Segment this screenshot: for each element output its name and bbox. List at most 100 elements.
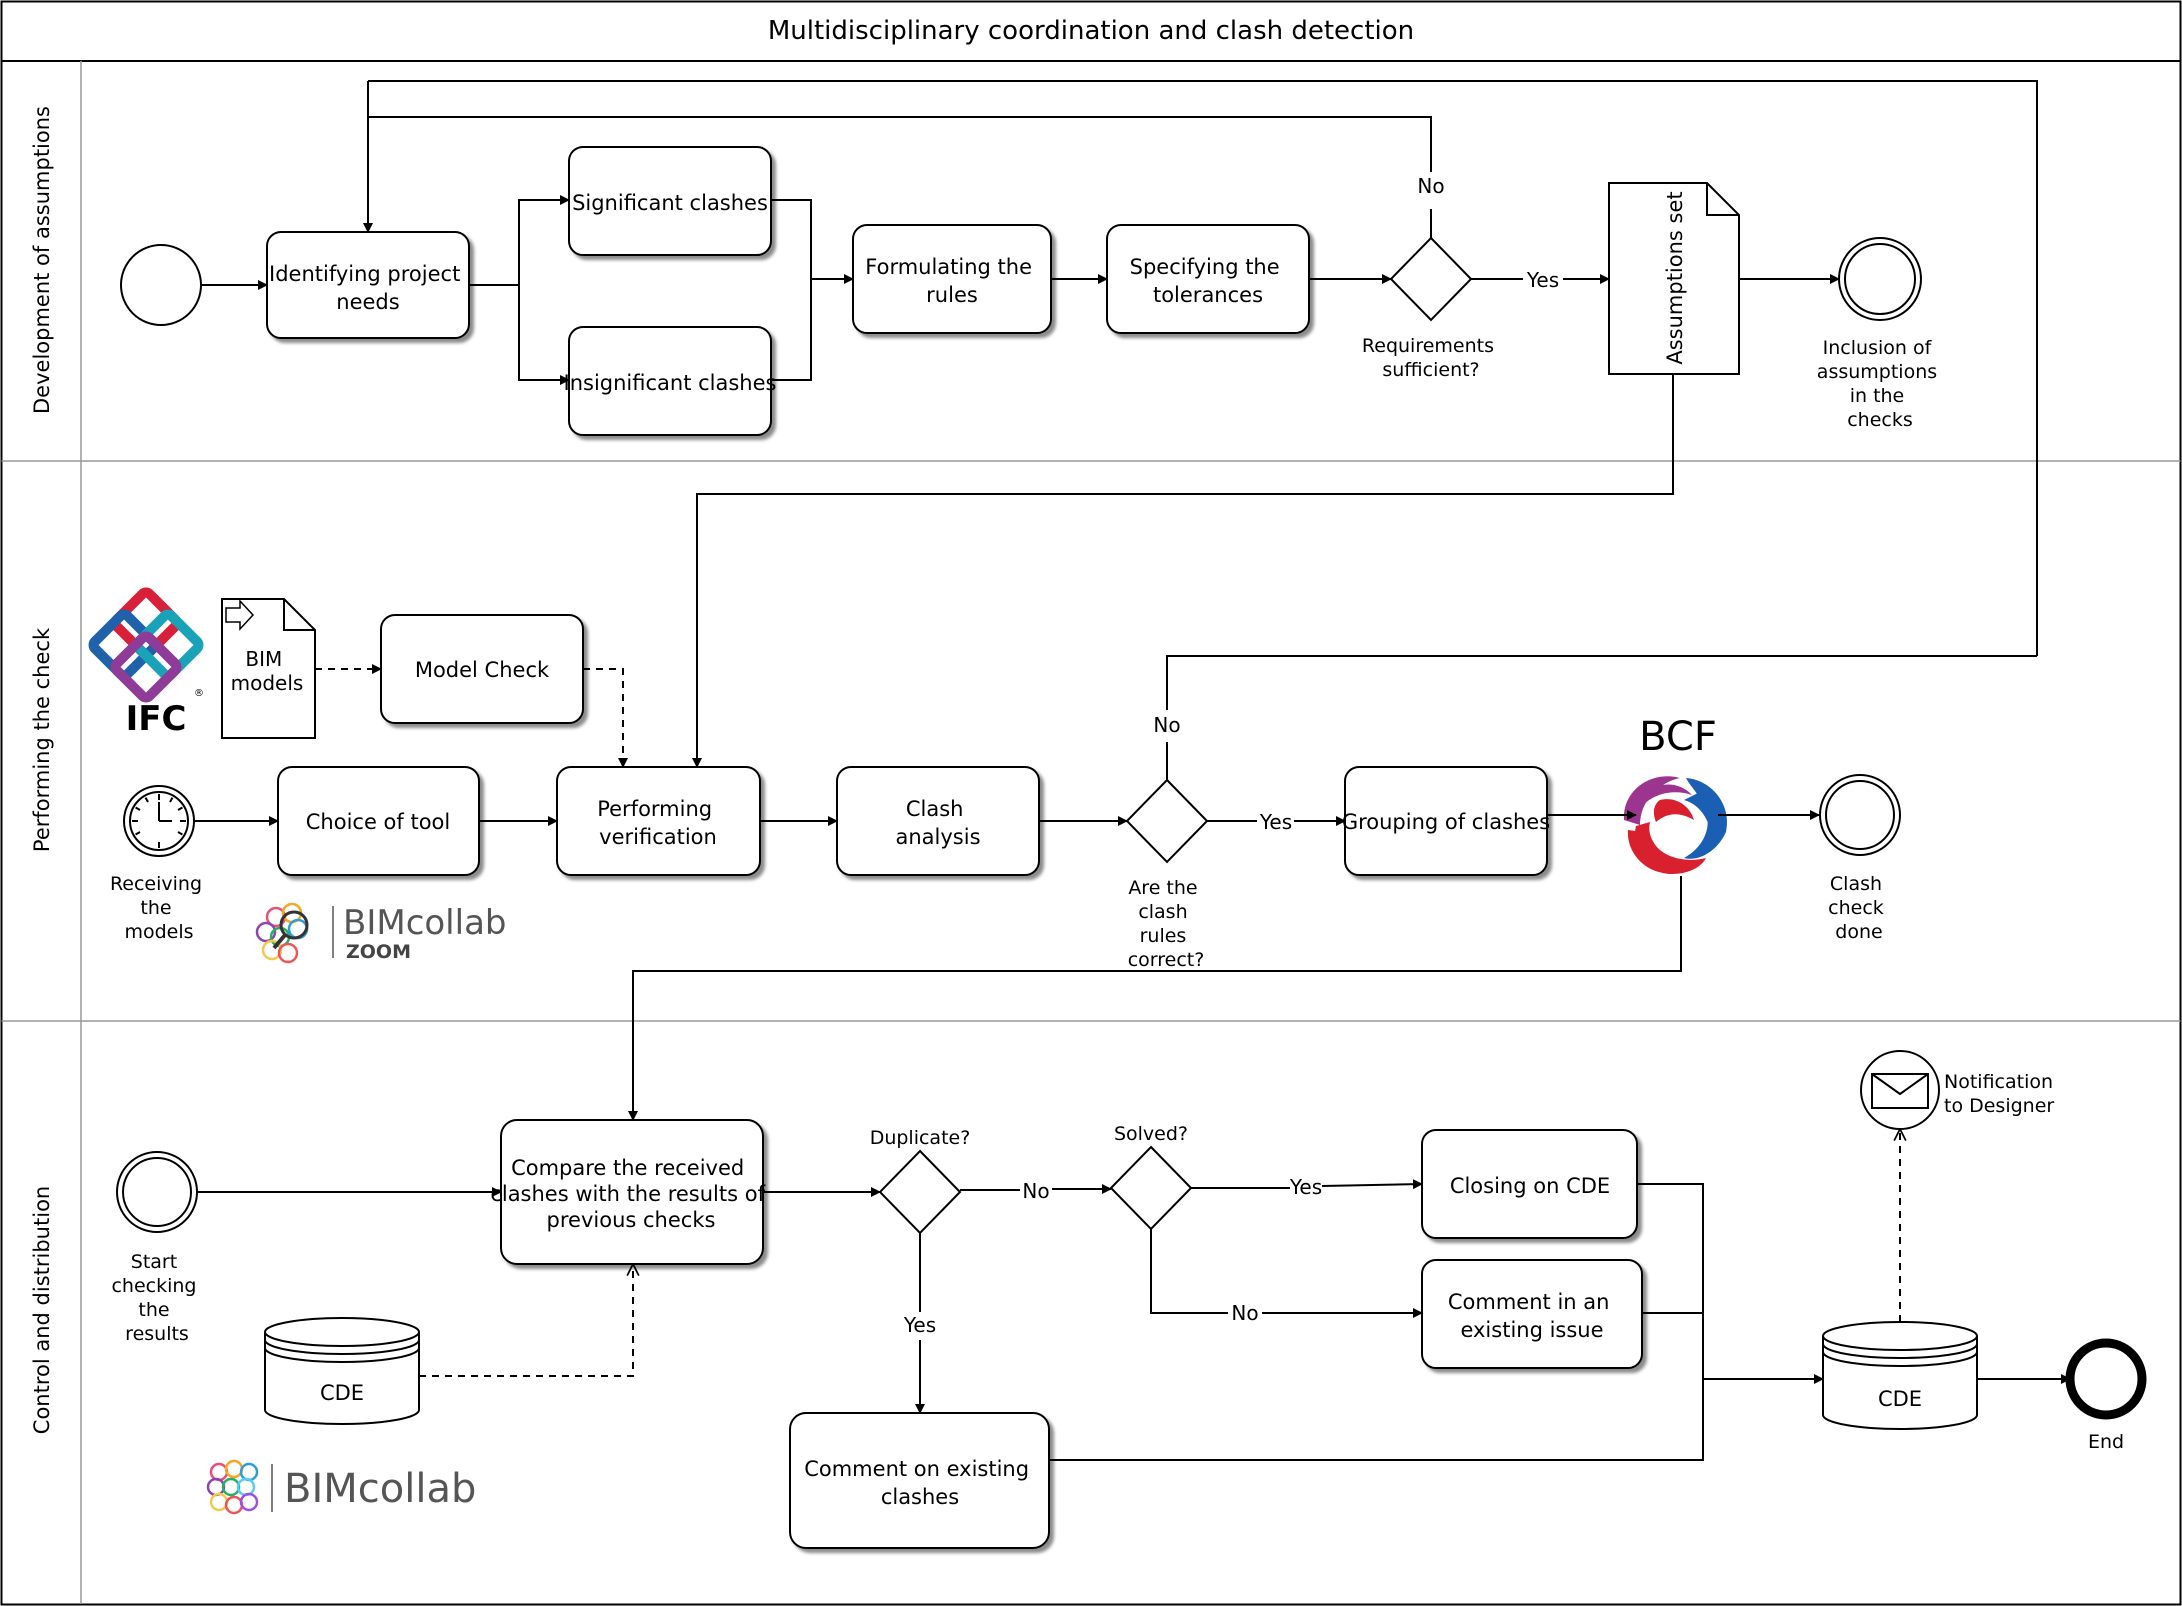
task-comment-issue-line1: Comment in an xyxy=(1448,1290,1610,1314)
task-significant-clashes[interactable]: Significant clashes xyxy=(568,146,772,256)
bcf-logo-icon: BCF xyxy=(1623,714,1728,874)
task-compare-line2: clashes with the results of xyxy=(490,1182,765,1206)
task-insignificant-label: Insignificant clashes xyxy=(564,371,777,395)
gateway-requirements[interactable] xyxy=(1389,236,1473,322)
task-choice-of-tool[interactable]: Choice of tool xyxy=(277,766,480,876)
lane-check: IFC ® BIM models Model Check xyxy=(88,587,2037,1121)
task-grouping-label: Grouping of clashes xyxy=(1342,810,1550,834)
task-clash-analysis[interactable]: Clash analysis xyxy=(836,766,1040,876)
inclusion-line1: Inclusion of xyxy=(1823,337,1933,359)
gateway-clash-line4: correct? xyxy=(1128,949,1205,971)
task-performing-verification[interactable]: Performing verification xyxy=(556,766,761,876)
lane-label-control: Control and distribution xyxy=(30,1186,54,1434)
gateway-solved-label: Solved? xyxy=(1114,1123,1188,1145)
task-identifying-project-needs[interactable]: Identifying project needs xyxy=(266,231,470,339)
envelope-icon xyxy=(1871,1073,1929,1109)
task-choice-label: Choice of tool xyxy=(306,810,450,834)
data-object-assumptions-set[interactable]: Assumptions set xyxy=(1608,182,1740,375)
svg-text:Comment in an existing: Comment in an existing issue xyxy=(1448,1290,1616,1342)
notification-line2: to Designer xyxy=(1944,1095,2054,1117)
end-event-inclusion[interactable] xyxy=(1838,237,1922,321)
task-compare-line1: Compare the received xyxy=(511,1156,744,1180)
gateway-clash-line3: rules xyxy=(1140,925,1187,947)
lane-label-check-text: Performing the check xyxy=(30,627,54,852)
message-event-notification[interactable] xyxy=(1860,1050,1940,1130)
zoom-text: ZOOM xyxy=(346,941,411,963)
bimcollab-zoom-text: BIMcollab xyxy=(343,903,507,943)
lane-assumptions: Identifying project needs Significant cl… xyxy=(120,80,2038,768)
task-closing-on-cde[interactable]: Closing on CDE xyxy=(1421,1129,1638,1239)
yes-label-duplicate: Yes xyxy=(903,1313,936,1337)
bimcollab-text: BIMcollab xyxy=(284,1466,476,1512)
start-checking-line2: checking xyxy=(111,1275,196,1297)
task-formulating-rules[interactable]: Formulating the rules xyxy=(852,224,1052,334)
bimcollab-zoom-icon xyxy=(255,902,309,964)
task-comment-existing-issue[interactable]: Comment in an existing issue xyxy=(1421,1259,1643,1369)
clock-icon[interactable] xyxy=(123,785,195,857)
svg-text:Clash analysis: Clash analysis xyxy=(895,797,980,849)
lane3-flows xyxy=(197,1129,2071,1461)
gateway-clash-rules[interactable] xyxy=(1125,778,1209,864)
bimcollab-icon xyxy=(206,1459,259,1515)
bcf-logo-text: BCF xyxy=(1639,714,1717,760)
task-model-check[interactable]: Model Check xyxy=(380,614,584,724)
svg-text:Performing verificatio: Performing verification xyxy=(597,797,719,849)
gateway-requirements-label: Requirements sufficient? xyxy=(1362,335,1500,381)
timer-label: Receiving the models xyxy=(110,873,208,943)
task-comment-existing-clashes[interactable]: Comment on existing clashes xyxy=(789,1412,1050,1549)
task-clash-line2: analysis xyxy=(895,825,980,849)
lane-label-assumptions: Development of assumptions xyxy=(30,106,54,414)
gateway-duplicate-label: Duplicate? xyxy=(870,1127,971,1149)
ifc-registered-mark: ® xyxy=(194,688,204,699)
gateway-clash-rules-label: Are the clash rules correct? xyxy=(1128,877,1205,971)
timer-line1: Receiving xyxy=(110,873,202,895)
no-label-clash-rules: No xyxy=(1153,713,1180,737)
data-object-bim-models[interactable]: BIM models xyxy=(221,598,316,739)
task-closing-label: Closing on CDE xyxy=(1450,1174,1610,1198)
task-specifying-line2: tolerances xyxy=(1153,283,1263,307)
yes-label-clash-rules: Yes xyxy=(1259,810,1292,834)
gateway-duplicate[interactable] xyxy=(878,1149,962,1235)
svg-text:Identifying project ne: Identifying project needs xyxy=(269,262,467,314)
cde-left-label: CDE xyxy=(320,1381,364,1405)
svg-text:Comment on existing cl: Comment on existing clashes xyxy=(804,1457,1036,1509)
bim-models-line2: models xyxy=(231,671,304,695)
svg-text:BIM models: BIM models xyxy=(231,647,304,695)
data-store-cde-left[interactable]: CDE xyxy=(264,1317,420,1425)
assumptions-set-label: Assumptions set xyxy=(1663,191,1687,364)
lane-label-check: Performing the check xyxy=(30,627,54,852)
gateway-requirements-line2: sufficient? xyxy=(1382,359,1479,381)
end-label: End xyxy=(2088,1431,2124,1453)
task-identifying-line1: Identifying project xyxy=(269,262,460,286)
inclusion-line4: checks xyxy=(1847,409,1913,431)
task-compare-received-clashes[interactable]: Compare the received clashes with the re… xyxy=(490,1119,771,1265)
task-insignificant-clashes[interactable]: Insignificant clashes xyxy=(564,326,777,436)
task-comment-clashes-line2: clashes xyxy=(881,1485,959,1509)
task-formulating-line1: Formulating the xyxy=(865,255,1032,279)
task-specifying-tolerances[interactable]: Specifying the tolerances xyxy=(1106,224,1310,334)
clash-check-line2: check xyxy=(1828,897,1884,919)
no-label-duplicate: No xyxy=(1022,1179,1049,1203)
task-compare-line3: previous checks xyxy=(547,1208,716,1232)
timer-line2: the xyxy=(140,897,171,919)
no-label-solved: No xyxy=(1231,1301,1258,1325)
start-event-checking-results[interactable] xyxy=(116,1151,198,1233)
end-event-clash-check[interactable] xyxy=(1819,774,1901,856)
bimcollab-logo: BIMcollab xyxy=(206,1459,476,1515)
svg-text:Formulating the rules: Formulating the rules xyxy=(865,255,1038,307)
yes-label-solved: Yes xyxy=(1289,1175,1322,1199)
notification-line1: Notification xyxy=(1944,1071,2053,1093)
task-grouping-of-clashes[interactable]: Grouping of clashes xyxy=(1342,766,1550,876)
clash-check-label: Clash check done xyxy=(1828,873,1890,943)
gateway-clash-line2: clash xyxy=(1138,901,1187,923)
ifc-logo-icon: IFC ® xyxy=(88,587,204,739)
start-event-assumptions[interactable] xyxy=(120,244,202,326)
end-event-final[interactable] xyxy=(2065,1338,2147,1420)
data-store-cde-right[interactable]: CDE xyxy=(1822,1321,1978,1430)
no-label-requirements: No xyxy=(1417,174,1444,198)
task-performing-line2: verification xyxy=(599,825,717,849)
task-model-check-label: Model Check xyxy=(415,658,550,682)
gateway-solved[interactable] xyxy=(1109,1145,1193,1231)
